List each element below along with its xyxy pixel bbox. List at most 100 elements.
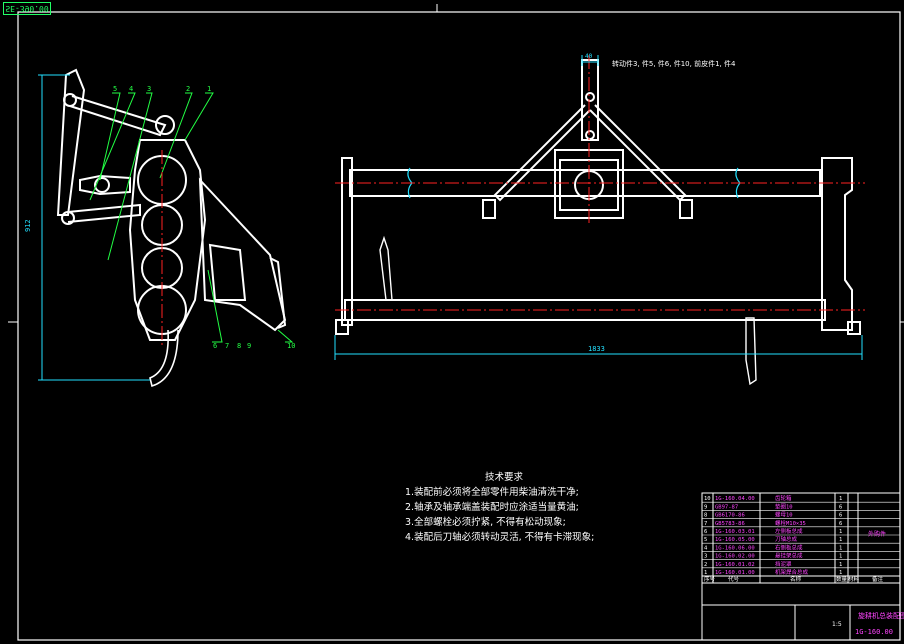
bom-header-qty: 数量	[836, 575, 848, 583]
bom-cell-qty: 1	[839, 496, 842, 502]
bom-cell-code: 1G-160.05.00	[715, 537, 755, 543]
lower-link	[67, 203, 141, 223]
side-view	[56, 68, 287, 388]
bom-cell-name: 齿轮箱	[775, 494, 792, 502]
leader-label: 6	[213, 342, 217, 350]
bom-header-remark: 备注	[872, 575, 884, 583]
leader-label: 2	[186, 85, 190, 93]
width-dimension-label: 1833	[588, 345, 605, 353]
drawing-scale: 1:5	[832, 621, 842, 628]
bom-cell-name: 挡泥罩	[775, 560, 792, 568]
leader-label: 9	[247, 342, 251, 350]
bom-cell-qty: 1	[839, 529, 842, 535]
bom-cell-code: GB6170-86	[715, 513, 745, 519]
blade	[745, 317, 757, 386]
bom-cell-no: 4	[704, 545, 708, 551]
top-note: 转动件3, 件5, 件6, 件10, 前皮件1, 件4	[612, 59, 736, 68]
strut-bolt	[94, 177, 110, 193]
bom-cell-qty: 1	[839, 545, 842, 551]
bom-cell-no: 6	[704, 529, 707, 535]
bom-cell-no: 7	[704, 521, 707, 527]
a-frame-right	[589, 104, 687, 202]
leader-label: 3	[147, 85, 151, 93]
tech-line: 1.装配前必须将全部零件用柴油清洗干净;	[405, 487, 579, 498]
bom-cell-no: 1	[704, 570, 707, 576]
bom-cell-no: 3	[704, 554, 707, 560]
front-view	[335, 59, 861, 386]
bom-cell-qty: 1	[839, 554, 842, 560]
bom-table: 10 1G-160.04.00 齿轮箱 1 9 GB97-87 垫圈10 6 8 GB6170-8…	[702, 494, 900, 577]
height-dimension	[38, 74, 150, 381]
corner-tag: SE-390.00	[3, 2, 51, 15]
bom-cell-name: 垫圈10	[775, 502, 793, 510]
bom-cell-no: 10	[704, 496, 711, 502]
bom-header-no: 序号	[704, 575, 716, 583]
bom-cell-no: 5	[704, 537, 707, 543]
bom-header-material: 材料	[848, 575, 860, 583]
bom-cell-no: 2	[704, 562, 707, 568]
bom-cell-code: GB97-87	[715, 504, 738, 510]
rear-guard	[198, 177, 287, 332]
bom-cell-code: 1G-160.03.01	[715, 529, 755, 535]
leader-label: 5	[113, 85, 117, 93]
bom-cell-qty: 1	[839, 562, 842, 568]
drawing-border	[17, 11, 901, 641]
leader-label: 1	[207, 85, 211, 93]
bom-cell-code: GB5783-86	[715, 521, 745, 527]
leader-numbers: 5 4 3 2 1 6 7 8 9 10	[113, 85, 295, 350]
center-lines	[161, 55, 865, 345]
leader-label: 7	[225, 342, 229, 350]
lower-pin	[679, 199, 693, 219]
tail-bar	[269, 257, 287, 329]
leader-label: 4	[129, 85, 133, 93]
top-link	[69, 95, 167, 137]
left-end-cap	[335, 319, 349, 335]
a-frame-left	[493, 104, 591, 202]
tech-title: 技术要求	[485, 472, 524, 483]
bom-cell-code: 1G-160.04.00	[715, 496, 755, 502]
drawing-number: 1G-160.00	[855, 628, 893, 636]
height-dimension-label: 912	[24, 219, 32, 232]
leader-label: 10	[287, 342, 295, 350]
tech-line: 2.轴承及轴承端盖装配时应涂适当量黄油;	[405, 502, 579, 513]
drawing-name: 旋耕机总装配图	[858, 611, 904, 620]
bom-cell-qty: 6	[839, 513, 842, 519]
bom-cell-no: 9	[704, 504, 707, 510]
bom-cell-qty: 1	[839, 537, 842, 543]
bom-cell-name: 螺母10	[775, 511, 793, 519]
leader-label: 8	[237, 342, 241, 350]
hitch-arm	[56, 68, 86, 216]
bom-cell-name: 左侧板总成	[775, 527, 803, 535]
top-dimension-label: 40	[585, 53, 593, 60]
right-side-plate	[821, 157, 853, 331]
bom-cell-qty: 6	[839, 521, 842, 527]
bom-cell-code: 1G-160.01.00	[715, 570, 755, 576]
technical-requirements: 技术要求 1.装配前必须将全部零件用柴油清洗干净; 2.轴承及轴承端盖装配时应涂…	[405, 470, 594, 545]
lower-pin	[482, 199, 496, 219]
right-end-cap	[847, 321, 861, 335]
bom-cell-qty: 1	[839, 570, 842, 576]
tech-line: 3.全部螺栓必须拧紧, 不得有松动现象;	[405, 517, 566, 528]
bom-cell-code: 1G-160.02.00	[715, 554, 755, 560]
width-dimension	[334, 335, 863, 360]
bom-cell-name: 机架焊合总成	[775, 568, 809, 576]
bom-cell-name: 悬挂架总成	[775, 552, 803, 560]
bom-cell-no: 8	[704, 513, 707, 519]
bom-header-code: 代号	[728, 575, 740, 583]
top-dimension	[581, 55, 599, 66]
bom-header-name: 名称	[790, 575, 802, 583]
blade	[379, 235, 393, 301]
mast-pin	[585, 92, 595, 102]
mast-pin	[585, 130, 595, 140]
gear-housing	[128, 139, 207, 341]
bom-cell-name: 右侧板总成	[775, 543, 803, 551]
bom-cell-name: 螺栓M10×35	[775, 519, 806, 527]
bom-cell-code: 1G-160.06.00	[715, 545, 755, 551]
bom-header: 序号 代号 名称 数量 材料 备注	[704, 575, 884, 583]
bom-cell-qty: 6	[839, 504, 842, 510]
leader-lines	[89, 92, 294, 343]
bom-cell-name: 刀轴总成	[775, 535, 798, 543]
guard-plate	[208, 243, 247, 301]
bom-cell-code: 1G-160.01.02	[715, 562, 755, 568]
